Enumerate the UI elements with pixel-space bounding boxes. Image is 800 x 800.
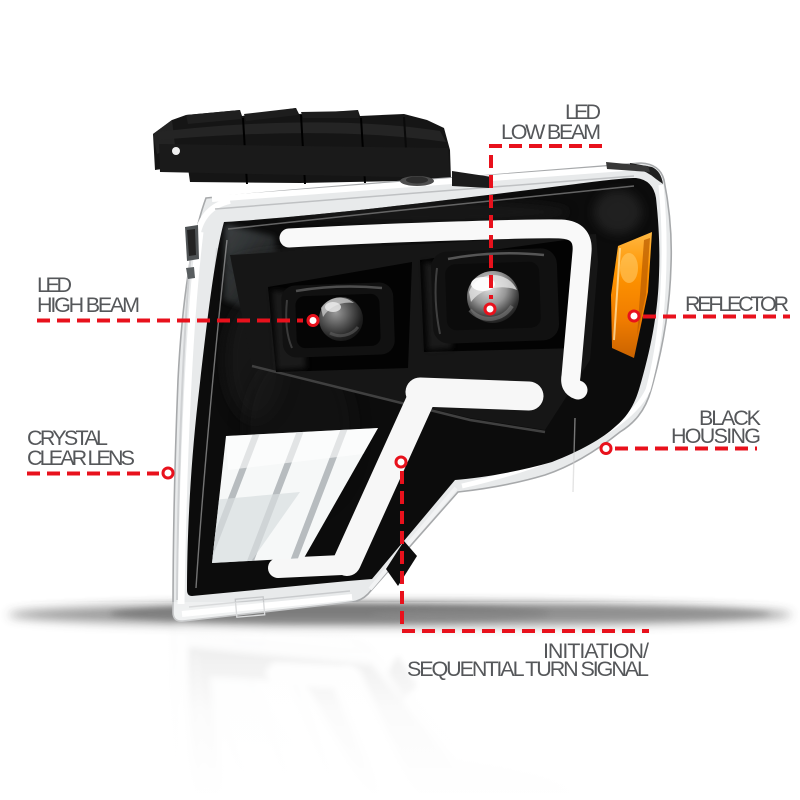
svg-text:LOW BEAM: LOW BEAM: [501, 120, 601, 144]
svg-text:CRYSTAL: CRYSTAL: [27, 426, 108, 450]
svg-text:CLEAR LENS: CLEAR LENS: [27, 446, 135, 470]
svg-text:HOUSING: HOUSING: [671, 424, 761, 448]
svg-text:BLACK: BLACK: [699, 406, 762, 430]
svg-text:SEQUENTIAL TURN SIGNAL: SEQUENTIAL TURN SIGNAL: [407, 657, 649, 681]
svg-text:HIGH BEAM: HIGH BEAM: [37, 293, 140, 317]
svg-text:LED: LED: [37, 273, 72, 297]
svg-text:LED: LED: [565, 100, 601, 124]
svg-text:INITIATION/: INITIATION/: [543, 639, 649, 663]
svg-text:REFLECTOR: REFLECTOR: [685, 292, 789, 316]
